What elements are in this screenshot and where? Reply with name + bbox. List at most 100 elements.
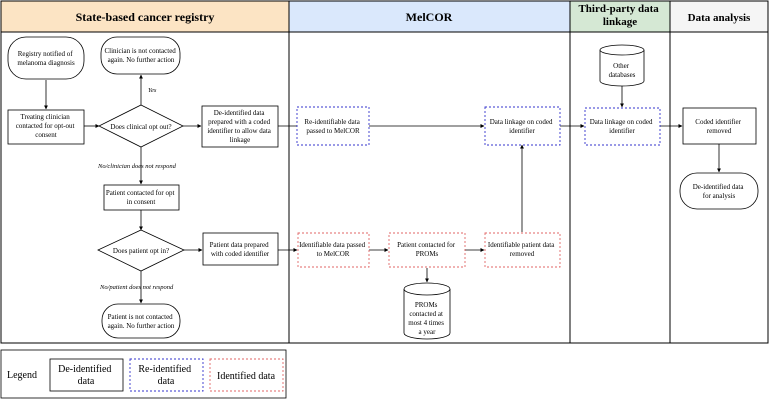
svg-text:Other databases: Other databases — [609, 62, 636, 79]
node-clinician-not-contacted-l1: Clinician is not contacted — [104, 47, 176, 55]
legend-deidentified-l1: De-identified — [58, 364, 111, 375]
node-deidentified-analysis-l2: for analysis — [703, 192, 736, 200]
node-other-databases-l1: Other — [613, 62, 630, 70]
node-proms-db: PROMs contacted at most 4 times a year — [403, 282, 451, 340]
node-reidentifiable-passed-l1: Re-identifiable data — [304, 118, 360, 126]
node-patient-not-contacted-l2: again. No further action — [108, 322, 175, 330]
node-linkage-third-l2: identifier — [609, 127, 635, 135]
node-patient-contacted-l2: in consent — [127, 198, 156, 206]
node-linkage-melcor-l2: identifier — [509, 127, 535, 135]
node-clinician-opt-out-label: Does clinical opt out? — [110, 123, 171, 131]
legend-reidentified-l2: data — [158, 376, 175, 387]
svg-text:Patient is not contacted: Patient is not contacted again. No furth… — [108, 313, 175, 330]
svg-text:PROMs contacted at: PROMs contacted at most 4 times a year — [408, 301, 446, 336]
node-identifiable-passed-l1: Identifiable data passed — [299, 241, 366, 249]
svg-text:De-identified data prepa: De-identified data prepared with a coded… — [207, 109, 272, 144]
node-reidentifiable-passed: Re-identifiable data passed to MelCOR — [296, 106, 370, 146]
legend-deidentified-swatch — [49, 358, 124, 392]
node-reidentifiable-passed-l2: passed to MelCOR — [306, 127, 360, 135]
node-proms-db-l1: PROMs — [415, 301, 438, 309]
node-patient-opt-in: Does patient opt in? — [97, 229, 185, 272]
svg-text:De-identified data: De-identified data — [58, 364, 114, 387]
node-coded-removed-l2: removed — [707, 127, 732, 135]
node-linkage-third-l1: Data linkage on coded — [590, 118, 653, 126]
node-patient-opt-in-label: Does patient opt in? — [113, 247, 169, 255]
lane-title-melcor: MelCOR — [406, 10, 453, 24]
node-identifiable-passed-l2: to MelCOR — [317, 250, 350, 258]
node-patient-proms-l1: Patient contacted for — [397, 241, 456, 249]
node-treating-clinician: Treating clinician contacted for opt-out… — [7, 109, 85, 145]
node-identifiable-removed-l2: removed — [510, 250, 535, 258]
legend-reidentified-l1: Re-identified — [138, 364, 191, 375]
node-treating-clinician-l2: contacted for opt-out — [16, 122, 75, 130]
node-identifiable-removed: Identifiable patient data removed — [484, 232, 561, 268]
lane-title-third-party-line2: linkage — [603, 16, 637, 28]
node-identifiable-removed-l1: Identifiable patient data — [488, 241, 555, 249]
svg-text:Data linkage on coded id: Data linkage on coded identifier — [590, 118, 655, 135]
node-deidentified-prepared-l3: identifier to allow data — [207, 127, 271, 135]
node-proms-db-l4: a year — [419, 328, 437, 336]
node-linkage-melcor-l1: Data linkage on coded — [490, 118, 553, 126]
node-proms-db-l2: contacted at — [409, 310, 443, 318]
node-linkage-third: Data linkage on coded identifier — [584, 107, 661, 146]
lane-title-third-party-line1: Third-party data — [578, 3, 659, 15]
node-patient-data-prepared: Patient data prepared with coded identif… — [202, 232, 279, 266]
node-treating-clinician-l1: Treating clinician — [20, 113, 70, 121]
svg-text:Clinician is not contacted: Clinician is not contacted again. No fur… — [104, 47, 177, 64]
node-patient-not-contacted-l1: Patient is not contacted — [108, 313, 174, 321]
edge-label-no-patient: No/patient does not respond — [99, 284, 174, 291]
legend-reidentified-swatch — [129, 358, 204, 392]
lane-title-analysis: Data analysis — [688, 12, 751, 24]
node-other-databases-l2: databases — [609, 71, 636, 79]
node-patient-contacted: Patient contacted for opt in consent — [103, 184, 180, 211]
node-registry-notified-l2: melanoma diagnosis — [17, 59, 75, 67]
svg-text:Patient contacted for opt: Patient contacted for opt in consent — [106, 189, 176, 206]
node-coded-removed-l1: Coded identifier — [695, 118, 741, 126]
node-deidentified-prepared-l1: De-identified data — [214, 109, 266, 117]
svg-text:Data linkage on coded id: Data linkage on coded identifier — [490, 118, 555, 135]
svg-text:Patient contacted for PR: Patient contacted for PROMs — [397, 241, 457, 258]
node-deidentified-prepared-l2: prepared with a coded — [208, 118, 270, 126]
node-clinician-opt-out: Does clinical opt out? — [98, 104, 184, 148]
node-coded-removed: Coded identifier removed — [682, 107, 757, 145]
node-deidentified-prepared: De-identified data prepared with a coded… — [201, 105, 279, 148]
svg-text:Identifiable data passed: Identifiable data passed to MelCOR — [299, 241, 367, 258]
node-patient-proms: Patient contacted for PROMs — [388, 232, 466, 268]
node-patient-contacted-l1: Patient contacted for opt — [106, 189, 175, 197]
edge-label-yes: Yes — [148, 87, 157, 94]
node-treating-clinician-l3: consent — [35, 131, 56, 139]
node-registry-notified: Registry notified of melanoma diagnosis — [7, 36, 85, 80]
node-patient-not-contacted: Patient is not contacted again. No furth… — [101, 303, 181, 339]
edge-label-no-clinician: No/clinician does not respond — [97, 163, 177, 170]
lane-analysis-header — [669, 0, 769, 33]
node-registry-notified-l1: Registry notified of — [18, 50, 73, 58]
svg-text:Patient data prepared wi: Patient data prepared with coded identif… — [210, 241, 271, 258]
legend-deidentified-l2: data — [78, 376, 95, 387]
node-patient-data-prepared-l1: Patient data prepared — [210, 241, 270, 249]
legend: Legend De-identified data Re-identified … — [0, 349, 287, 399]
lane-registry-header — [0, 0, 290, 33]
svg-text:De-identified data for a: De-identified data for analysis — [693, 183, 745, 200]
svg-text:Treating clinician conta: Treating clinician contacted for opt-out… — [16, 113, 76, 139]
node-proms-db-l3: most 4 times — [408, 319, 444, 327]
legend-title: Legend — [7, 370, 37, 381]
node-other-databases: Other databases — [599, 44, 645, 87]
node-deidentified-analysis-l1: De-identified data — [693, 183, 745, 191]
node-clinician-not-contacted: Clinician is not contacted again. No fur… — [100, 36, 181, 75]
node-deidentified-analysis: De-identified data for analysis — [679, 172, 759, 210]
node-deidentified-prepared-l4: linkage — [230, 136, 251, 144]
lane-title-third-party: Third-party data linkage — [578, 3, 661, 28]
legend-identified-swatch — [209, 358, 284, 392]
lane-title-registry: State-based cancer registry — [76, 10, 215, 24]
node-clinician-not-contacted-l2: again. No further action — [108, 56, 175, 64]
legend-identified-label: Identified data — [217, 371, 276, 382]
lane-third-party-header — [569, 0, 671, 33]
node-linkage-melcor: Data linkage on coded identifier — [484, 106, 561, 146]
node-patient-proms-l2: PROMs — [416, 250, 439, 258]
svg-text:Coded identifier removed: Coded identifier removed — [695, 118, 742, 135]
svg-text:Re-identifiable data pas: Re-identifiable data passed to MelCOR — [304, 118, 361, 135]
svg-text:Re-identified data: Re-identified data — [138, 364, 193, 387]
node-patient-data-prepared-l2: with coded identifier — [211, 250, 270, 258]
node-identifiable-passed: Identifiable data passed to MelCOR — [297, 232, 370, 268]
